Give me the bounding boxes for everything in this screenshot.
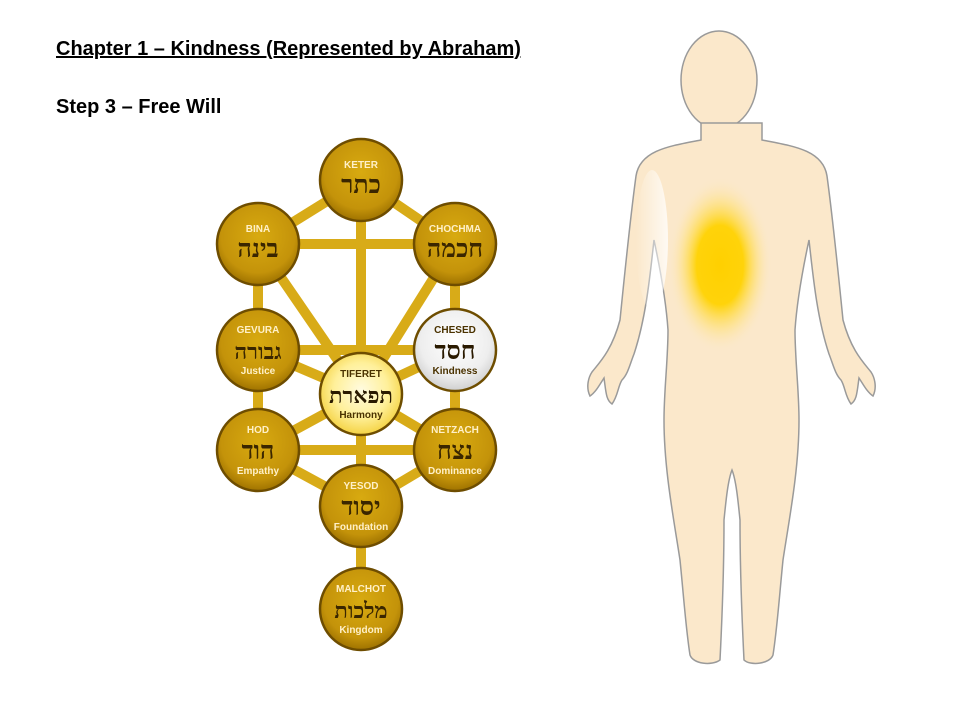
step-title: Step 3 – Free Will <box>56 96 222 118</box>
tree-of-life-diagram: KETERכתרBINAבינהCHOCHMAחכמהGEVURAגבורהJu… <box>215 137 498 652</box>
sefira-circle <box>215 307 301 393</box>
sefira-name: NETZACH <box>431 425 479 436</box>
sefira-meaning: Kingdom <box>339 625 382 636</box>
sefira-circle <box>215 407 301 493</box>
sefira-circle <box>215 201 301 287</box>
sefira-name: CHESED <box>434 325 476 336</box>
sefira-hebrew: כתר <box>341 170 381 199</box>
sefira-hebrew: תפארת <box>329 383 393 409</box>
sefira-meaning: Harmony <box>339 410 383 421</box>
sefira-circle <box>412 201 498 287</box>
sefira-name: TIFERET <box>340 369 382 380</box>
sefira-hebrew: הוד <box>242 436 275 465</box>
torso-sheen <box>636 170 668 310</box>
sefira-circle <box>412 407 498 493</box>
sefira-hebrew: חכמה <box>427 234 483 263</box>
torso-glow <box>668 177 772 353</box>
sefira-hebrew: חסד <box>434 336 475 365</box>
sefira-circle <box>318 137 404 223</box>
sefira-circle <box>318 566 404 652</box>
sefira-meaning: Dominance <box>428 466 482 477</box>
sefira-circle <box>318 463 404 549</box>
sefira-name: KETER <box>344 160 379 171</box>
sefira-name: CHOCHMA <box>429 224 481 235</box>
sefira-meaning: Kindness <box>432 366 477 377</box>
sefira-hebrew: מלכות <box>334 598 387 624</box>
sefira-hebrew: בינה <box>237 234 278 263</box>
sefira-name: HOD <box>247 425 269 436</box>
sefira-name: BINA <box>246 224 270 235</box>
sefira-hebrew: נצח <box>437 436 473 465</box>
sefira-hebrew: יסוד <box>341 492 380 521</box>
sefira-circle <box>412 307 498 393</box>
sefira-meaning: Justice <box>241 366 276 377</box>
sefira-name: YESOD <box>343 481 378 492</box>
sefira-meaning: Foundation <box>334 522 388 533</box>
sefira-hebrew: גבורה <box>235 339 282 365</box>
sefira-name: MALCHOT <box>336 584 386 595</box>
chapter-title: Chapter 1 – Kindness (Represented by Abr… <box>56 38 521 60</box>
sefira-meaning: Empathy <box>237 466 280 477</box>
head <box>680 30 758 130</box>
sefira-name: GEVURA <box>237 325 280 336</box>
sefira-circle <box>318 351 404 437</box>
body-silhouette <box>587 30 876 665</box>
tree-nodes: KETERכתרBINAבינהCHOCHMAחכמהGEVURAגבורהJu… <box>215 137 498 652</box>
